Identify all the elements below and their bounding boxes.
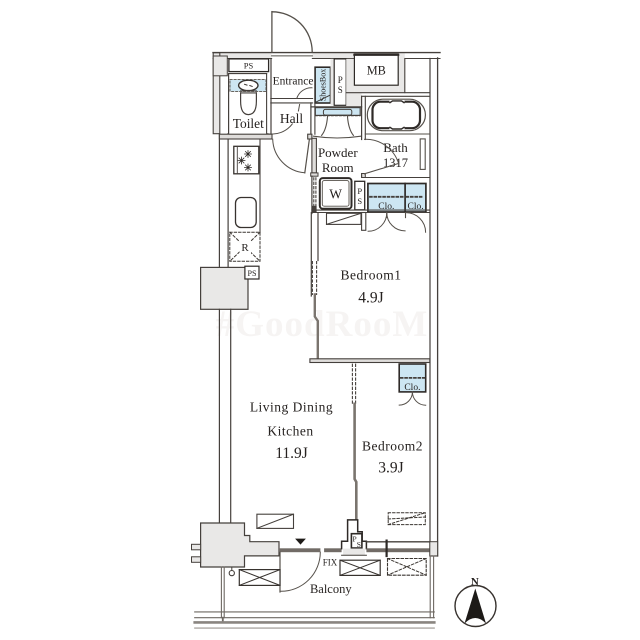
svg-text:Entrance: Entrance bbox=[273, 75, 314, 87]
svg-text:Kitchen: Kitchen bbox=[267, 423, 313, 438]
svg-text:4.9J: 4.9J bbox=[358, 289, 383, 306]
svg-text:N: N bbox=[471, 576, 479, 588]
svg-text:Hall: Hall bbox=[280, 111, 303, 126]
svg-text:S: S bbox=[357, 196, 362, 206]
svg-text:FIX: FIX bbox=[323, 558, 338, 568]
svg-text:ShoesBox: ShoesBox bbox=[319, 69, 328, 101]
svg-text:Bedroom1: Bedroom1 bbox=[341, 267, 402, 282]
svg-text:Clo.: Clo. bbox=[408, 202, 424, 212]
svg-text:Bath: Bath bbox=[383, 140, 408, 155]
svg-text:S: S bbox=[338, 85, 343, 95]
svg-text:Living Dining: Living Dining bbox=[250, 399, 333, 414]
svg-text:R: R bbox=[241, 242, 249, 254]
svg-text:Clo.: Clo. bbox=[404, 383, 420, 393]
svg-text:PS: PS bbox=[244, 61, 254, 71]
svg-text:PS: PS bbox=[248, 269, 257, 278]
svg-text:W: W bbox=[329, 187, 342, 202]
svg-text:P: P bbox=[353, 535, 357, 544]
svg-text:Toilet: Toilet bbox=[233, 116, 264, 131]
svg-text:Clo.: Clo. bbox=[378, 202, 394, 212]
svg-text:3.9J: 3.9J bbox=[378, 460, 403, 477]
svg-text:#GoodRooM: #GoodRooM bbox=[216, 304, 429, 345]
svg-text:1317: 1317 bbox=[383, 156, 408, 170]
svg-text:S: S bbox=[357, 540, 361, 549]
svg-text:P: P bbox=[338, 75, 343, 85]
svg-text:MB: MB bbox=[367, 64, 386, 78]
svg-text:P: P bbox=[357, 186, 362, 196]
svg-text:Balcony: Balcony bbox=[310, 582, 352, 596]
svg-text:Room: Room bbox=[322, 160, 354, 175]
svg-text:Bedroom2: Bedroom2 bbox=[362, 438, 423, 453]
svg-text:11.9J: 11.9J bbox=[275, 445, 308, 462]
svg-text:Powder: Powder bbox=[318, 145, 358, 160]
